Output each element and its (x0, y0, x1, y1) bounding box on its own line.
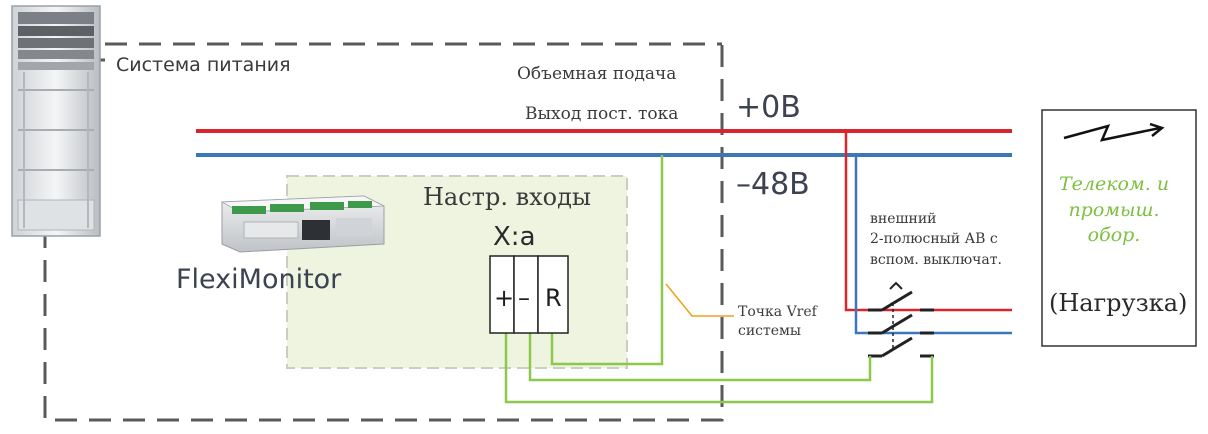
telecom-equipment-label: Телеком. и промыш. обор. (1052, 172, 1176, 249)
dc-output-label: Выход пост. тока (525, 104, 679, 124)
negative-branch-wire (854, 155, 1012, 335)
terminal-plus: + (494, 284, 515, 312)
terminal-block (489, 255, 569, 334)
load-label: (Нагрузка) (1049, 289, 1188, 317)
lightning-bolt-icon (1063, 122, 1165, 142)
load-box (1041, 109, 1197, 347)
breaker-line-3: вспом. выключат. (870, 251, 1002, 268)
flexi-monitor-label: FlexiMonitor (176, 264, 342, 295)
flexi-monitor-device-icon (220, 195, 385, 253)
bulk-feed-label: Объемная подача (517, 64, 677, 84)
breaker-switch-icon (868, 281, 934, 358)
breaker-label: внешний 2-полюсный АВ с вспом. выключат. (870, 209, 1002, 270)
equipment-rack-icon (11, 5, 101, 237)
telecom-line-3: обор. (1087, 224, 1141, 247)
positive-branch-wire (844, 131, 1012, 312)
terminal-r: R (545, 284, 562, 312)
sense-wires (504, 155, 934, 404)
vref-point-label: Точка Vref системы (738, 303, 817, 341)
config-inputs-label: Настр. входы (423, 183, 591, 211)
vref-line-2: системы (738, 322, 802, 339)
power-system-label: Система питания (116, 54, 291, 76)
minus-48-volt-label: –48В (736, 167, 810, 202)
breaker-line-2: 2-полюсный АВ с (870, 231, 998, 248)
vref-line-1: Точка Vref (738, 304, 817, 320)
breaker-line-1: внешний (870, 211, 937, 227)
vref-leader-line (665, 283, 734, 317)
terminal-id-label: X:a (493, 222, 536, 252)
telecom-line-2: промыш. (1068, 198, 1160, 221)
telecom-line-1: Телеком. и (1058, 173, 1170, 195)
terminal-minus: – (518, 284, 530, 312)
plus-zero-volt-label: +0В (736, 90, 801, 125)
